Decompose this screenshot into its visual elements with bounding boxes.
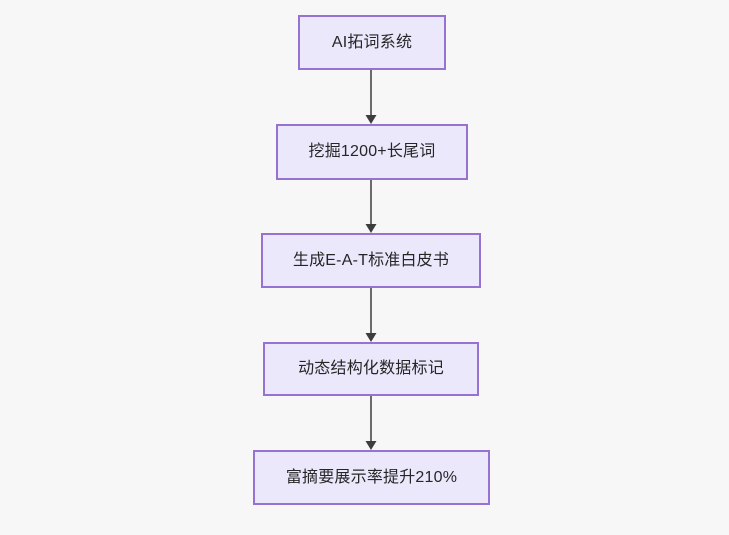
flow-edge-n3-to-n4 (365, 288, 377, 342)
flow-node-label: 挖掘1200+长尾词 (308, 143, 436, 161)
flow-node-mine-longtail-keywords[interactable]: 挖掘1200+长尾词 (276, 124, 468, 180)
flow-node-rich-snippet-impression-uplift[interactable]: 富摘要展示率提升210% (253, 450, 490, 505)
flow-node-label: 动态结构化数据标记 (298, 360, 444, 378)
flow-node-label: AI拓词系统 (331, 33, 413, 51)
arrowhead-icon (365, 441, 377, 450)
arrowhead-icon (365, 333, 377, 342)
flow-edge-n2-to-n3 (365, 180, 377, 233)
flow-node-label: 生成E-A-T标准白皮书 (292, 251, 450, 269)
arrowhead-icon (365, 115, 377, 124)
flow-node-dynamic-structured-data-markup[interactable]: 动态结构化数据标记 (263, 342, 479, 396)
arrowhead-icon (365, 224, 377, 233)
flow-edge-n1-to-n2 (365, 70, 377, 124)
flow-node-ai-keyword-system[interactable]: AI拓词系统 (298, 15, 446, 70)
flow-edge-n4-to-n5 (365, 396, 377, 450)
flow-node-generate-eat-whitepaper[interactable]: 生成E-A-T标准白皮书 (261, 233, 481, 288)
flow-node-label: 富摘要展示率提升210% (285, 468, 458, 486)
